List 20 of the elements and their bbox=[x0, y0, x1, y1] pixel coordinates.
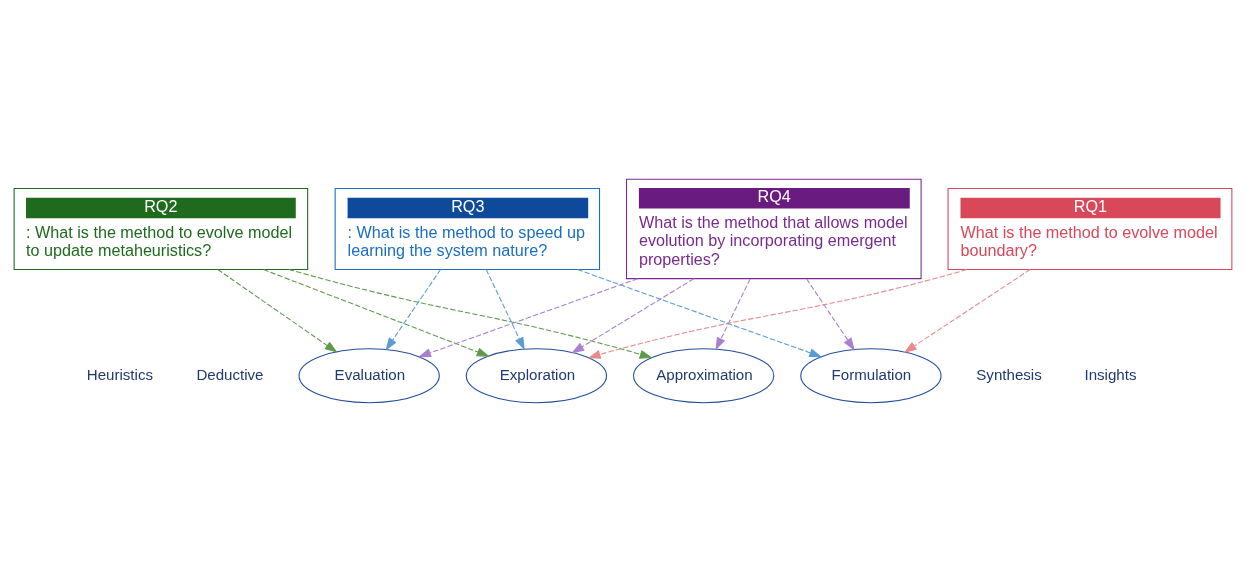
arrow bbox=[288, 268, 653, 359]
arrow bbox=[577, 268, 823, 357]
arrow bbox=[418, 277, 639, 357]
label: Heuristics bbox=[86, 365, 154, 383]
label: Deductive bbox=[196, 365, 264, 383]
node-box: RQ4 What is the method that allows model evolution by incorporating emergent properties? bbox=[625, 178, 922, 279]
arrow bbox=[571, 277, 695, 353]
arrow bbox=[485, 268, 525, 350]
arrow bbox=[903, 268, 1031, 353]
node-box: RQ2 : What is the method to evolve model to update metaheuristics? bbox=[13, 187, 309, 270]
arrow bbox=[715, 277, 751, 350]
label: Insights bbox=[1084, 365, 1137, 383]
arrow bbox=[385, 268, 442, 351]
arrow bbox=[587, 268, 968, 359]
node-box: RQ3 : What is the method to speed up learning the system nature? bbox=[334, 187, 601, 270]
node-box: RQ1 What is the method to evolve model boundary? bbox=[947, 187, 1233, 270]
arrow bbox=[262, 268, 490, 357]
arrow bbox=[217, 268, 338, 353]
arrow bbox=[806, 277, 855, 351]
label: Synthesis bbox=[976, 365, 1042, 383]
